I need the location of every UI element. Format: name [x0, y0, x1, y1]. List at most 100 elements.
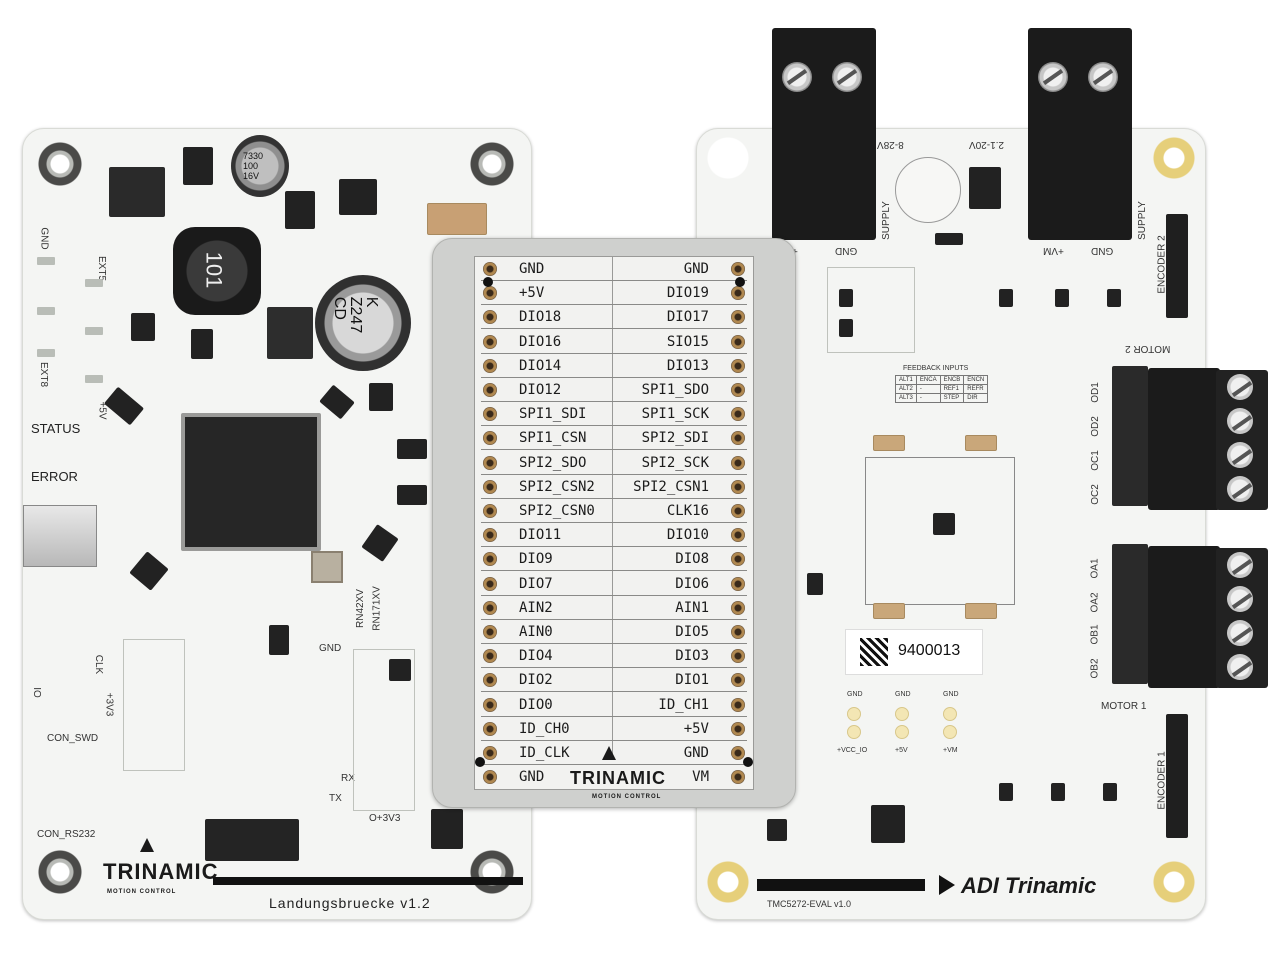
pin-hole [483, 600, 497, 615]
small-transistor [1107, 289, 1121, 307]
terminal-screw [1227, 586, 1253, 612]
inductor-marking: 101 [201, 251, 227, 289]
corner-dot [735, 277, 745, 287]
pin-hole [483, 310, 497, 325]
small-chip [129, 551, 169, 591]
fb-cell: ENCA [915, 375, 941, 385]
row-separator [481, 618, 747, 620]
pin-label-right: DIO19 [666, 285, 709, 302]
fb-cell: DIR [963, 393, 989, 403]
terminal-screw [1227, 374, 1253, 400]
fb-cell: ENCN [963, 375, 989, 385]
supply-pin-label: GND [1091, 245, 1114, 256]
led-label: +VCC_IO [837, 747, 868, 754]
pin-label-left: DIO12 [519, 382, 562, 398]
led-5v [895, 725, 909, 739]
qfn-chip [339, 179, 377, 215]
pin-label-right: CLK16 [666, 503, 709, 519]
fb-cell: - [915, 393, 941, 403]
pin-hole [731, 383, 745, 397]
pin-hole [731, 649, 745, 664]
silk-tx: TX [329, 793, 342, 804]
pin-label-left: SPI2_CSN2 [519, 478, 595, 495]
pin-label-right: VM [692, 769, 709, 786]
motor-pin-label: OB1 [1089, 624, 1101, 645]
pin-label-right: DIO5 [675, 624, 709, 640]
small-chip [397, 439, 427, 459]
crystal [311, 551, 343, 583]
led-5v [895, 707, 909, 721]
row-separator [481, 280, 747, 281]
pin-hole [731, 746, 745, 760]
supply-pin-label: GND [835, 245, 858, 256]
mounting-hole [705, 859, 751, 905]
small-transistor [1051, 783, 1065, 801]
small-chip [369, 383, 393, 411]
usb-mini-connector [23, 505, 97, 567]
diode [969, 167, 1001, 209]
pin-label-right: SPI2_SDI [641, 430, 709, 447]
pin-label-left: DIO16 [519, 333, 562, 350]
small-transistor [839, 319, 853, 337]
pin-hole [483, 479, 497, 494]
motor-pin-label: OD1 [1089, 382, 1101, 403]
terminal-screw [1227, 552, 1253, 578]
motor1-plug [1148, 546, 1220, 688]
row-separator [481, 594, 747, 596]
row-separator [481, 304, 747, 306]
silk-rn42xv: RN42XV [354, 589, 366, 628]
row-separator [481, 401, 747, 402]
small-transistor [839, 289, 853, 307]
small-diode [935, 233, 963, 245]
pin-label-left: DIO4 [519, 648, 553, 665]
sot-chip [285, 191, 315, 229]
pinout-row: ID_CH0+5V [475, 717, 753, 741]
pin-hole [483, 697, 497, 712]
pin-label-right: DIO6 [675, 575, 709, 592]
pin-label-right: GND [683, 745, 709, 761]
pin-hole [483, 528, 497, 543]
row-separator [481, 691, 747, 693]
supply-voltage-label: 8-28V [877, 139, 904, 150]
led-label: +VM [943, 747, 958, 754]
small-chip [103, 386, 145, 426]
pin-hole [731, 407, 745, 422]
trace-outline [353, 649, 415, 811]
row-separator [481, 376, 747, 378]
pin-hole [731, 286, 745, 301]
pinout-row: SPI1_CSN SPI2_SDI [475, 426, 753, 451]
cap-marking: 7330 100 16V [243, 151, 264, 181]
pin-label-left: SPI1_CSN [519, 430, 587, 447]
row-separator [481, 764, 747, 765]
pin-label-right: DIO8 [675, 551, 709, 568]
pin-hole [483, 455, 497, 470]
silk-con-swd: CON_SWD [47, 733, 99, 744]
cap-marking: K Z247 CD [331, 296, 381, 334]
terminal-screw [782, 62, 812, 92]
pin-label-right: ID_CH1 [658, 696, 709, 713]
pad [37, 307, 55, 315]
row-separator [481, 425, 747, 427]
small-transistor [1055, 289, 1069, 307]
pin-label-left: DIO0 [519, 696, 553, 713]
supply-terminal-block [1028, 28, 1132, 240]
pad [37, 257, 55, 265]
pin-label-right: SPI1_SCK [641, 406, 709, 423]
pin-label-right: DIO13 [666, 357, 709, 374]
small-electrolytic-capacitor: 7330 100 16V [231, 135, 289, 197]
fb-cell: ENCB [939, 375, 965, 385]
encoder2-header [1166, 214, 1188, 318]
trinamic-logo-icon [140, 838, 154, 852]
silk-3v3: +3V3 [103, 692, 115, 717]
pad [85, 279, 103, 287]
mounting-hole [469, 849, 515, 895]
led-label: GND [847, 691, 863, 698]
led-vm [943, 725, 957, 739]
pin-label-left: ID_CH0 [519, 720, 570, 737]
